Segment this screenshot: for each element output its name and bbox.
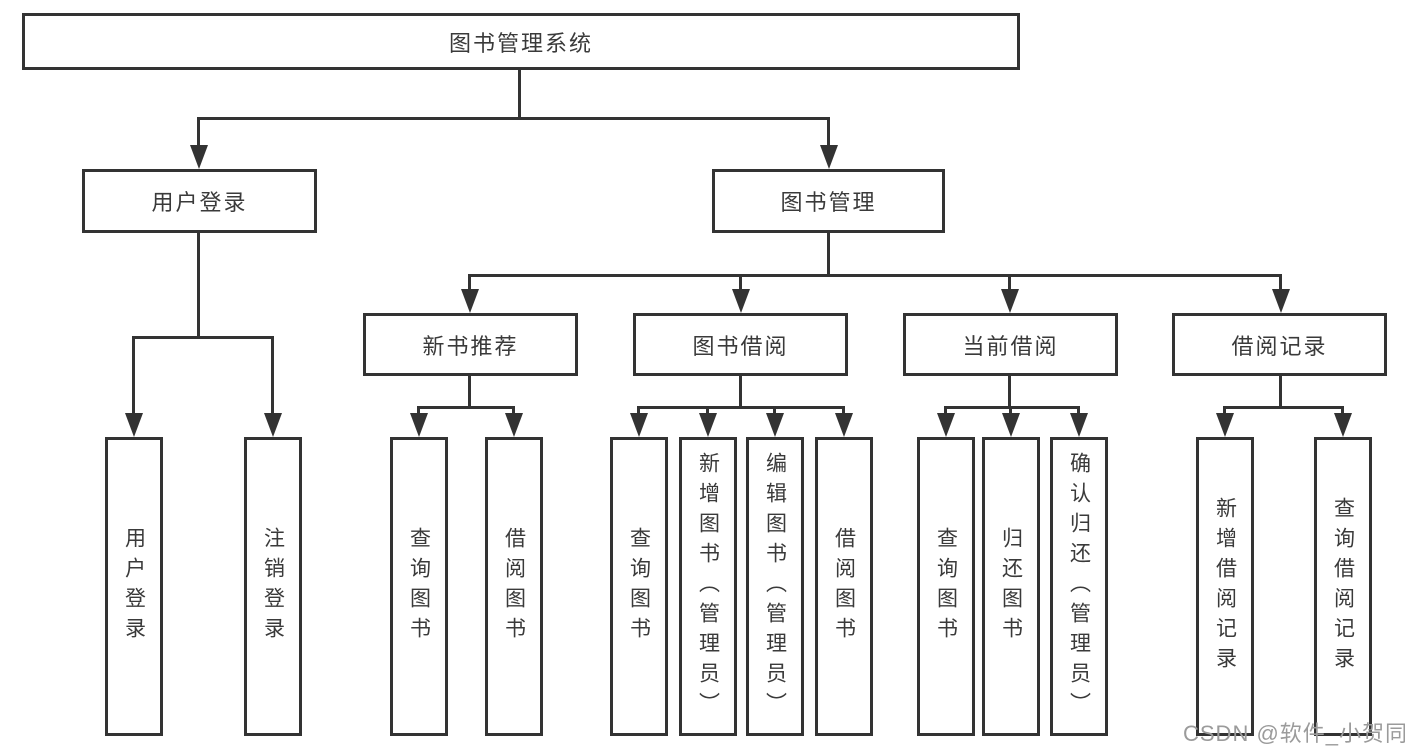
- connector-line: [842, 406, 845, 415]
- arrowhead-down-icon: [766, 413, 784, 437]
- connector-line: [637, 406, 640, 415]
- leaf-query-borrow-record-label: 查询借阅记录: [1331, 496, 1355, 677]
- connector-line: [271, 336, 274, 415]
- arrowhead-down-icon: [264, 413, 282, 437]
- node-root-label: 图书管理系统: [448, 30, 593, 56]
- node-borrow-record-label: 借阅记录: [1231, 333, 1328, 359]
- leaf-query-books-recommend-label: 查询图书: [407, 526, 431, 647]
- arrowhead-down-icon: [835, 413, 853, 437]
- node-user-login-label: 用户登录: [151, 190, 248, 215]
- connector-line: [944, 406, 1080, 409]
- leaf-confirm-return-admin-label: 确认归还（管理员）: [1067, 451, 1091, 722]
- connector-line: [197, 117, 200, 147]
- connector-line: [739, 274, 742, 291]
- connector-line: [512, 406, 515, 415]
- connector-line: [417, 406, 420, 415]
- connector-line: [1077, 406, 1080, 415]
- connector-line: [637, 406, 845, 409]
- arrowhead-down-icon: [1272, 289, 1290, 313]
- arrowhead-down-icon: [820, 145, 838, 169]
- connector-line: [468, 274, 471, 291]
- leaf-query-books-borrow-label: 查询图书: [627, 526, 651, 647]
- connector-line: [1008, 274, 1011, 291]
- leaf-borrow-books-label: 借阅图书: [832, 526, 856, 647]
- leaf-logout-label: 注销登录: [261, 526, 285, 647]
- connector-line: [1341, 406, 1344, 415]
- connector-line: [1279, 274, 1282, 291]
- connector-line: [197, 117, 830, 120]
- leaf-edit-book-admin-label: 编辑图书（管理员）: [763, 451, 787, 722]
- leaf-add-borrow-record: 新增借阅记录: [1196, 437, 1254, 736]
- connector-line: [1223, 406, 1226, 415]
- arrowhead-down-icon: [1001, 289, 1019, 313]
- node-book-borrow: 图书借阅: [633, 313, 848, 376]
- arrowhead-down-icon: [630, 413, 648, 437]
- leaf-add-book-admin-label: 新增图书（管理员）: [696, 451, 720, 722]
- leaf-query-books-current: 查询图书: [917, 437, 975, 736]
- connector-line: [706, 406, 709, 415]
- leaf-borrow-books-recommend-label: 借阅图书: [502, 526, 526, 647]
- leaf-logout: 注销登录: [244, 437, 302, 736]
- connector-line: [417, 406, 515, 409]
- leaf-return-books: 归还图书: [982, 437, 1040, 736]
- arrowhead-down-icon: [699, 413, 717, 437]
- connector-line: [468, 376, 471, 409]
- arrowhead-down-icon: [1216, 413, 1234, 437]
- connector-line: [132, 336, 135, 415]
- leaf-query-books-current-label: 查询图书: [934, 526, 958, 647]
- leaf-query-books-borrow: 查询图书: [610, 437, 668, 736]
- connector-line: [773, 406, 776, 415]
- leaf-add-book-admin: 新增图书（管理员）: [679, 437, 737, 736]
- connector-line: [1223, 406, 1344, 409]
- arrowhead-down-icon: [937, 413, 955, 437]
- connector-line: [468, 274, 1282, 277]
- connector-line: [944, 406, 947, 415]
- leaf-confirm-return-admin: 确认归还（管理员）: [1050, 437, 1108, 736]
- leaf-return-books-label: 归还图书: [999, 526, 1023, 647]
- connector-line: [827, 233, 830, 277]
- connector-line: [132, 336, 274, 339]
- leaf-edit-book-admin: 编辑图书（管理员）: [746, 437, 804, 736]
- arrowhead-down-icon: [461, 289, 479, 313]
- node-new-book-recommend: 新书推荐: [363, 313, 578, 376]
- connector-line: [739, 376, 742, 409]
- arrowhead-down-icon: [410, 413, 428, 437]
- node-book-borrow-label: 图书借阅: [692, 333, 789, 359]
- leaf-user-login: 用户登录: [105, 437, 163, 736]
- node-book-management: 图书管理: [712, 169, 945, 233]
- connector-line: [827, 117, 830, 147]
- node-borrow-record: 借阅记录: [1172, 313, 1387, 376]
- leaf-query-books-recommend: 查询图书: [390, 437, 448, 736]
- arrowhead-down-icon: [1070, 413, 1088, 437]
- connector-line: [1279, 376, 1282, 409]
- connector-line: [197, 233, 200, 339]
- leaf-user-login-label: 用户登录: [122, 526, 146, 647]
- leaf-query-borrow-record: 查询借阅记录: [1314, 437, 1372, 736]
- arrowhead-down-icon: [125, 413, 143, 437]
- node-root: 图书管理系统: [22, 13, 1020, 70]
- node-book-management-label: 图书管理: [780, 190, 877, 215]
- leaf-add-borrow-record-label: 新增借阅记录: [1213, 496, 1237, 677]
- leaf-borrow-books-recommend: 借阅图书: [485, 437, 543, 736]
- arrowhead-down-icon: [732, 289, 750, 313]
- node-new-book-recommend-label: 新书推荐: [422, 333, 519, 359]
- leaf-borrow-books: 借阅图书: [815, 437, 873, 736]
- connector-line: [518, 69, 521, 117]
- node-user-login: 用户登录: [82, 169, 317, 233]
- arrowhead-down-icon: [505, 413, 523, 437]
- node-current-borrow-label: 当前借阅: [962, 333, 1059, 359]
- connector-line: [1008, 376, 1011, 409]
- csdn-watermark: CSDN @软件_小贺同学: [1183, 721, 1405, 746]
- arrowhead-down-icon: [1334, 413, 1352, 437]
- arrowhead-down-icon: [1002, 413, 1020, 437]
- arrowhead-down-icon: [190, 145, 208, 169]
- connector-line: [1009, 406, 1012, 415]
- node-current-borrow: 当前借阅: [903, 313, 1118, 376]
